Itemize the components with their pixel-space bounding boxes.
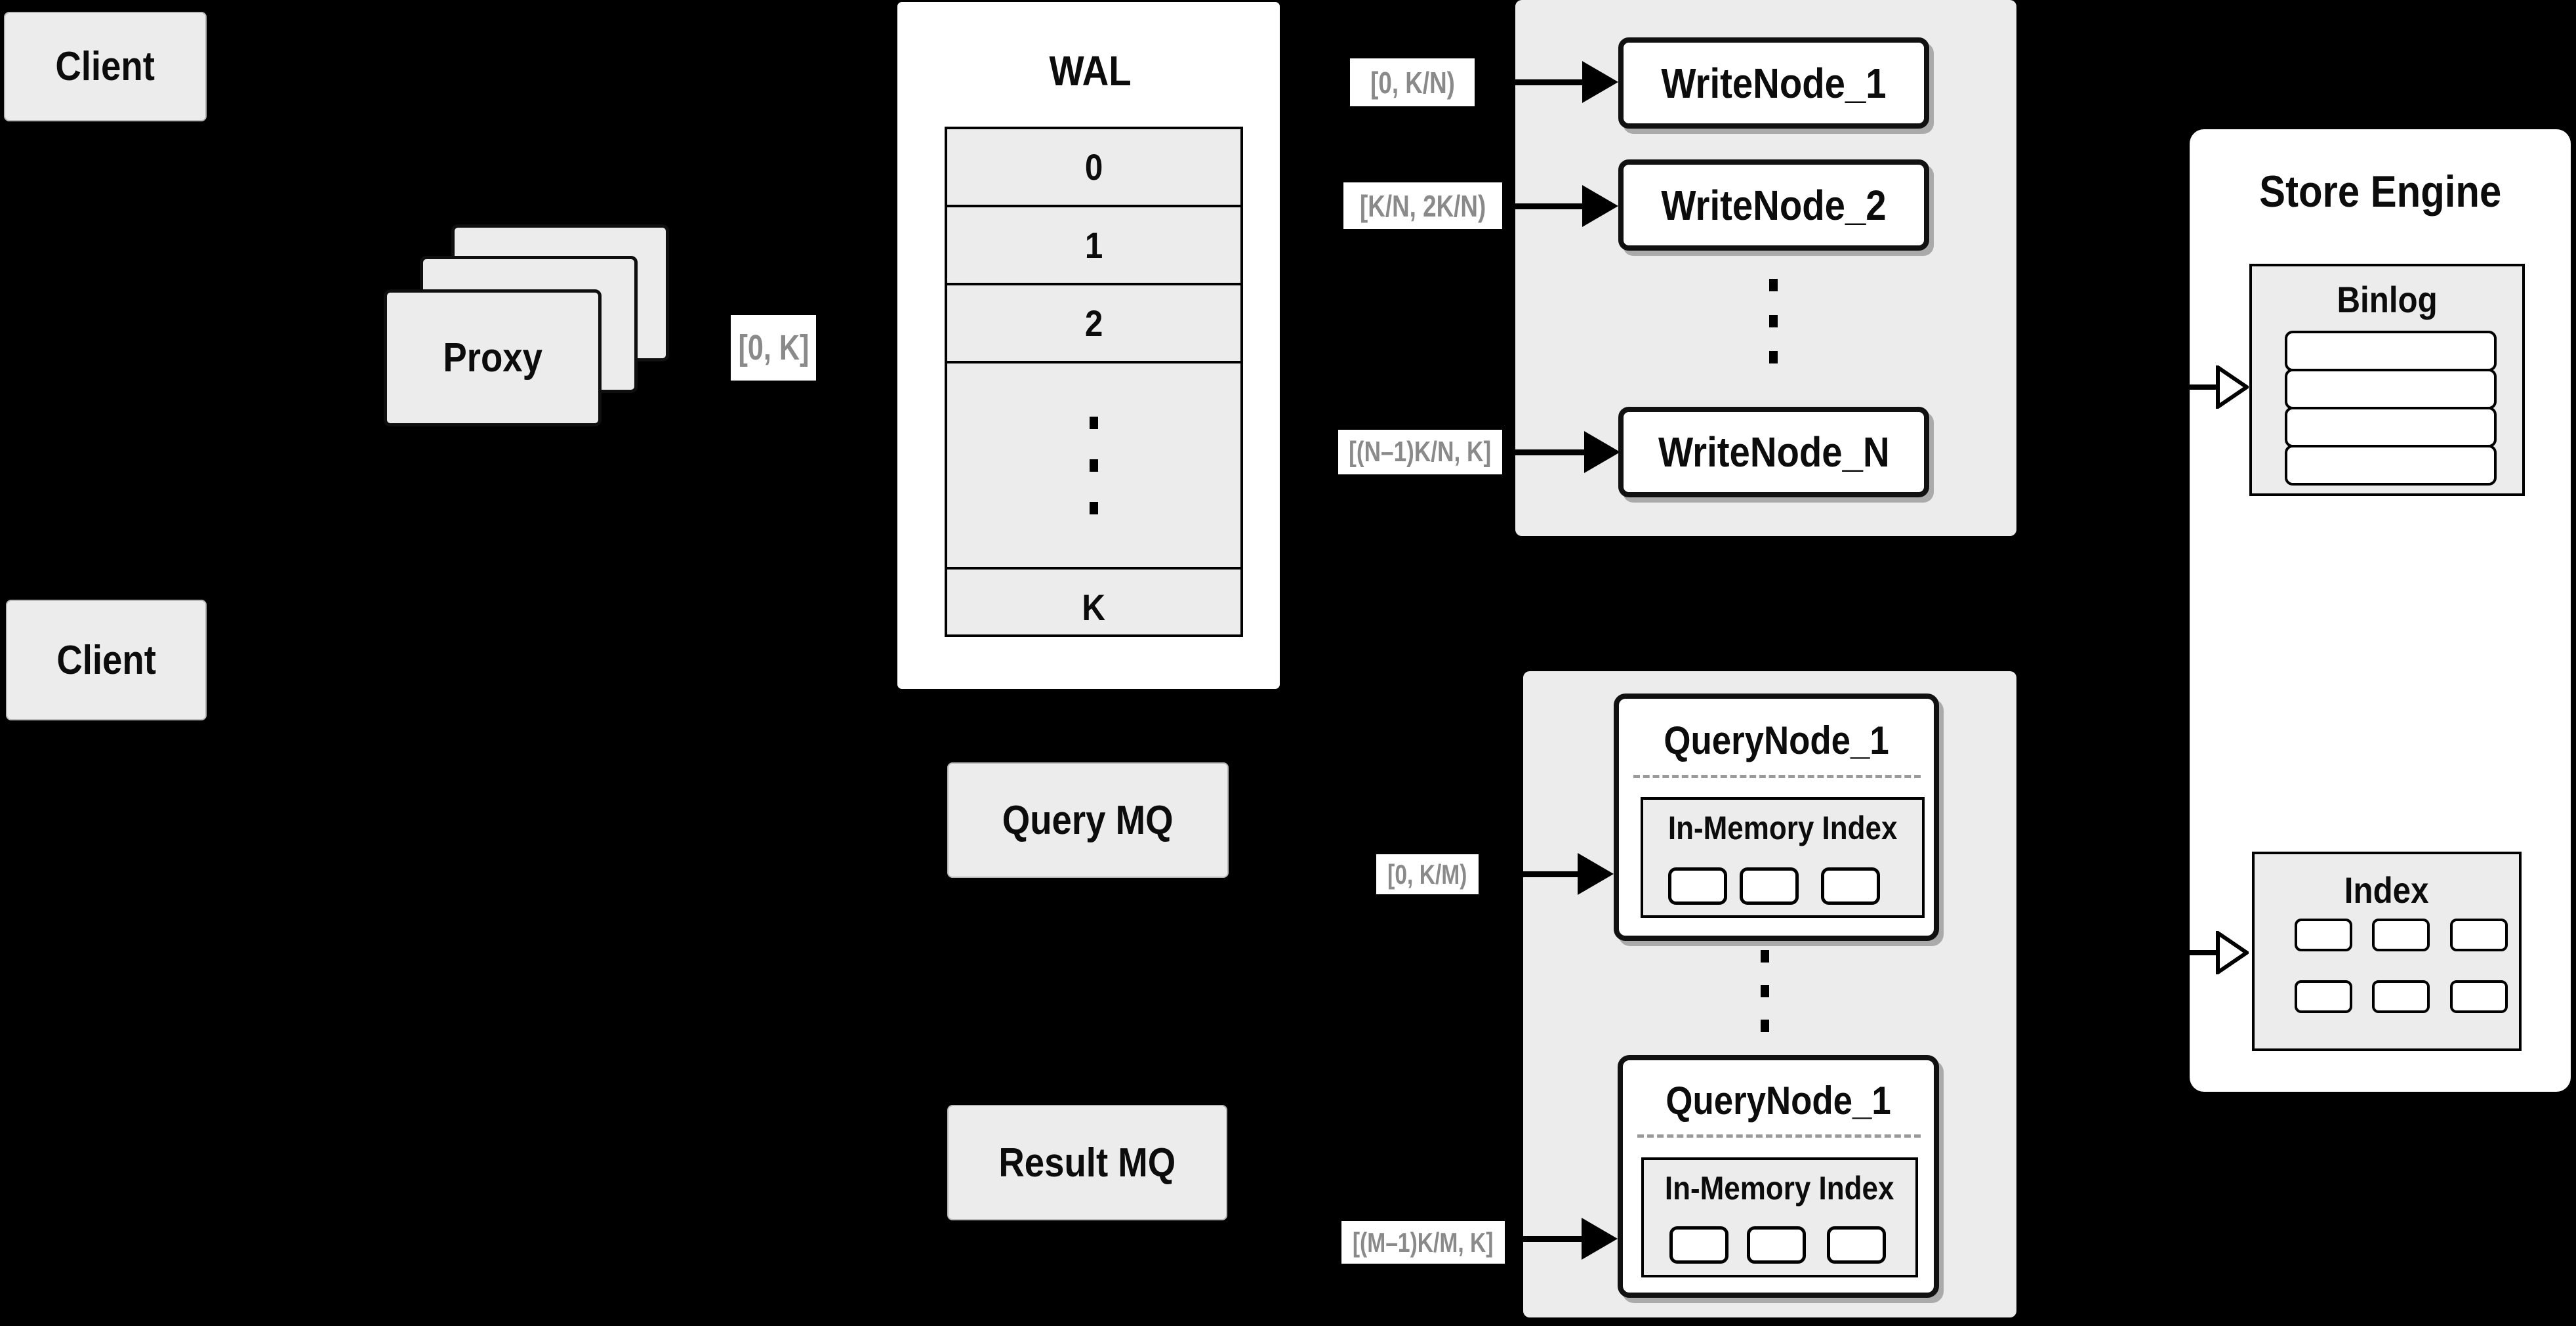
writenode-1-box: WriteNode_1 <box>1618 37 1929 129</box>
arrowhead-icon <box>1584 431 1620 473</box>
open-arrowhead-icon <box>2216 365 2249 409</box>
binlog-row-icon <box>2285 407 2497 447</box>
range-chip-query-1-label: [0, K/M) <box>1387 858 1467 890</box>
range-chip-write-1-label: [0, K/N) <box>1370 65 1455 100</box>
writenode-2-box: WriteNode_2 <box>1618 159 1929 251</box>
index-box: Index <box>2252 852 2522 1051</box>
vertical-ellipsis-icon <box>1090 416 1098 514</box>
arrow-to-index <box>2190 931 2249 974</box>
wal-segment-k-label: K <box>1082 587 1106 628</box>
wal-title: WAL <box>1049 47 1132 94</box>
binlog-row-icon <box>2285 369 2497 409</box>
query-mq-label: Query MQ <box>1002 797 1174 843</box>
querynode-m-label: QueryNode_1 <box>1666 1078 1891 1123</box>
index-square-icon <box>2450 919 2508 951</box>
in-memory-index-title-wrap: In-Memory Index <box>1644 1165 1915 1211</box>
in-memory-index-label: In-Memory Index <box>1667 810 1898 846</box>
wal-ellipsis-row <box>947 363 1240 570</box>
wal-segment-row: 2 <box>947 285 1240 363</box>
segment-square-icon <box>1740 867 1799 905</box>
vertical-ellipsis-icon <box>1769 279 1778 363</box>
segment-square-icon <box>1747 1226 1806 1264</box>
querynode-m-title-wrap: QueryNode_1 <box>1623 1071 1934 1130</box>
store-engine-label: Store Engine <box>2259 167 2502 217</box>
arrowhead-icon <box>1582 1218 1618 1260</box>
arrow-to-writenode-n <box>1503 431 1620 473</box>
writenode-1-label: WriteNode_1 <box>1661 59 1887 107</box>
client-box-bottom: Client <box>6 600 207 720</box>
wal-segment-table: 0 1 2 K <box>945 127 1243 637</box>
arrow-to-querynode-1 <box>1480 853 1614 895</box>
result-mq-label: Result MQ <box>998 1140 1176 1186</box>
querynode-1-label: QueryNode_1 <box>1664 718 1889 762</box>
range-chip-0-k-label: [0, K] <box>738 328 809 367</box>
range-chip-write-n: [(N–1)K/N, K] <box>1338 430 1502 474</box>
range-chip-query-1: [0, K/M) <box>1376 854 1479 894</box>
wal-box: WAL 0 1 2 K <box>895 0 1282 691</box>
index-square-icon <box>2450 980 2508 1013</box>
store-engine-title-wrap: Store Engine <box>2190 155 2571 228</box>
arrow-to-writenode-1 <box>1476 61 1618 103</box>
index-square-icon <box>2372 980 2430 1013</box>
querynode-1-box: QueryNode_1 In-Memory Index <box>1614 694 1939 941</box>
segment-square-icon <box>1821 867 1880 905</box>
segment-square-icon <box>1669 1226 1728 1264</box>
arrowhead-icon <box>1578 853 1614 895</box>
range-chip-write-1: [0, K/N) <box>1350 58 1475 106</box>
wal-segment-row: 0 <box>947 129 1240 207</box>
arrow-to-querynode-m <box>1506 1218 1618 1260</box>
vertical-ellipsis-icon <box>1761 950 1769 1032</box>
index-square-icon <box>2372 919 2430 951</box>
query-mq-box: Query MQ <box>947 762 1229 878</box>
wal-segment-1-label: 1 <box>1084 224 1103 266</box>
range-chip-query-m: [(M–1)K/M, K] <box>1341 1221 1505 1264</box>
in-memory-index-title-wrap: In-Memory Index <box>1643 805 1922 851</box>
proxy-card-front: Proxy <box>384 289 602 426</box>
result-mq-box: Result MQ <box>947 1105 1227 1220</box>
writenode-n-label: WriteNode_N <box>1658 428 1890 476</box>
segment-square-icon <box>1668 867 1727 905</box>
client-box-top: Client <box>4 12 207 121</box>
range-chip-write-2-label: [K/N, 2K/N) <box>1359 188 1486 223</box>
dashed-separator <box>1633 775 1921 778</box>
index-square-icon <box>2295 919 2352 951</box>
open-arrowhead-icon <box>2216 931 2249 974</box>
binlog-row-icon <box>2285 445 2497 486</box>
range-chip-write-2: [K/N, 2K/N) <box>1343 182 1502 229</box>
index-square-icon <box>2295 980 2352 1013</box>
client-top-label: Client <box>55 44 155 89</box>
range-chip-query-m-label: [(M–1)K/M, K] <box>1353 1226 1494 1258</box>
binlog-label: Binlog <box>2337 278 2438 320</box>
binlog-title-wrap: Binlog <box>2252 273 2522 325</box>
querynode-1-title-wrap: QueryNode_1 <box>1619 711 1934 770</box>
index-label: Index <box>2344 869 2429 911</box>
writenode-2-label: WriteNode_2 <box>1661 181 1887 229</box>
wal-segment-row: 1 <box>947 207 1240 285</box>
store-engine-box: Store Engine Binlog Index <box>2190 129 2571 1092</box>
range-chip-write-n-label: [(N–1)K/N, K] <box>1349 436 1492 468</box>
in-memory-index-box: In-Memory Index <box>1641 1157 1918 1277</box>
binlog-rows <box>2285 331 2497 486</box>
segment-square-icon <box>1827 1226 1886 1264</box>
in-memory-index-label: In-Memory Index <box>1665 1170 1894 1207</box>
index-title-wrap: Index <box>2255 863 2519 916</box>
wal-segment-row: K <box>947 570 1240 645</box>
arrow-to-binlog <box>2190 365 2249 409</box>
querynode-m-box: QueryNode_1 In-Memory Index <box>1618 1055 1939 1298</box>
in-memory-index-box: In-Memory Index <box>1641 797 1925 918</box>
arrowhead-icon <box>1582 61 1618 103</box>
arrow-to-writenode-2 <box>1503 185 1618 227</box>
binlog-box: Binlog <box>2249 264 2525 496</box>
client-bottom-label: Client <box>56 637 156 683</box>
wal-segment-2-label: 2 <box>1084 302 1103 344</box>
range-chip-0-k: [0, K] <box>731 315 816 381</box>
wal-segment-0-label: 0 <box>1084 146 1103 188</box>
binlog-row-icon <box>2285 331 2497 371</box>
wal-title-wrap: WAL <box>897 38 1284 104</box>
arrowhead-icon <box>1582 185 1618 227</box>
proxy-label: Proxy <box>443 335 542 381</box>
dashed-separator <box>1637 1134 1921 1138</box>
writenode-n-box: WriteNode_N <box>1618 407 1929 497</box>
